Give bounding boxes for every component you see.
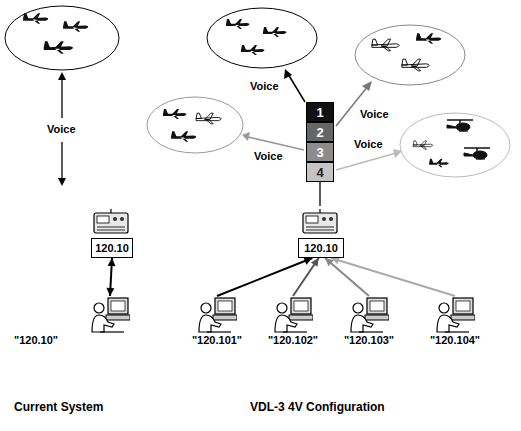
frequency-label: "120.103" [344, 334, 394, 346]
aircraft [196, 113, 221, 124]
aircraft-group [5, 6, 119, 70]
voice-label: Voice [358, 108, 391, 120]
channel-label: 3 [316, 145, 323, 160]
signal-arrow [106, 258, 115, 296]
aircraft [171, 131, 196, 142]
aircraft [263, 27, 287, 37]
frequency-label: "120.104" [430, 334, 480, 346]
system-caption: Current System [12, 400, 105, 414]
signal-arrow [293, 258, 319, 296]
aircraft-group [147, 97, 243, 153]
frequency-label: "120.10" [14, 334, 58, 346]
aircraft [23, 13, 48, 24]
arrow-line [331, 258, 455, 296]
operator-icon [435, 296, 475, 334]
channel-box: 1 [306, 102, 334, 122]
frequency-label: "120.102" [268, 334, 318, 346]
channel-label: 120.10 [95, 242, 129, 254]
aircraft [226, 19, 250, 29]
aircraft [402, 59, 429, 71]
channel-label: 1 [316, 105, 323, 120]
aircraft [63, 21, 88, 32]
controller-station: "120.102" [258, 296, 328, 346]
radio-icon [94, 209, 128, 233]
aircraft [413, 141, 433, 149]
controller-station: "120.101" [182, 296, 252, 346]
aircraft [163, 109, 187, 119]
aircraft [241, 45, 265, 55]
operator-icon [197, 296, 237, 334]
controller-station: "120.103" [334, 296, 404, 346]
voice-label: Voice [248, 80, 281, 92]
channel-label: 120.10 [304, 242, 338, 254]
channel-label: 4 [316, 165, 323, 180]
antenna-mast [319, 182, 320, 206]
channel-box: 120.10 [298, 238, 344, 258]
aircraft-group [355, 25, 465, 85]
operator-icon [349, 296, 389, 334]
frequency-label: "120.101" [192, 334, 242, 346]
controller-station: "120.10" [14, 296, 138, 346]
helicopter [464, 148, 490, 159]
radio-icon [303, 209, 337, 233]
arrow-head [303, 257, 312, 264]
channel-box: 3 [306, 142, 334, 162]
voice-label: Voice [45, 123, 78, 135]
arrow-head [106, 288, 114, 296]
channel-box: 120.10 [91, 238, 133, 258]
operator-icon [90, 296, 130, 334]
channel-box: 2 [306, 122, 334, 142]
voice-label: Voice [252, 150, 285, 162]
channel-label: 2 [316, 125, 323, 140]
voice-arrow [242, 69, 402, 170]
aircraft-group [207, 8, 317, 68]
signal-arrow [331, 257, 455, 296]
arrow-head [311, 258, 319, 267]
controller-station: "120.104" [420, 296, 490, 346]
aircraft [44, 41, 73, 54]
channel-box: 4 [306, 162, 334, 182]
aircraft [416, 33, 441, 44]
aircraft [429, 159, 449, 167]
aircraft-group [400, 113, 510, 177]
system-caption: VDL-3 4V Configuration [248, 400, 387, 414]
helicopter [447, 120, 473, 131]
aircraft [372, 39, 399, 51]
voice-label: Voice [352, 138, 385, 150]
arrow-head [108, 258, 116, 266]
operator-icon [273, 296, 313, 334]
arrow-line [293, 258, 319, 296]
